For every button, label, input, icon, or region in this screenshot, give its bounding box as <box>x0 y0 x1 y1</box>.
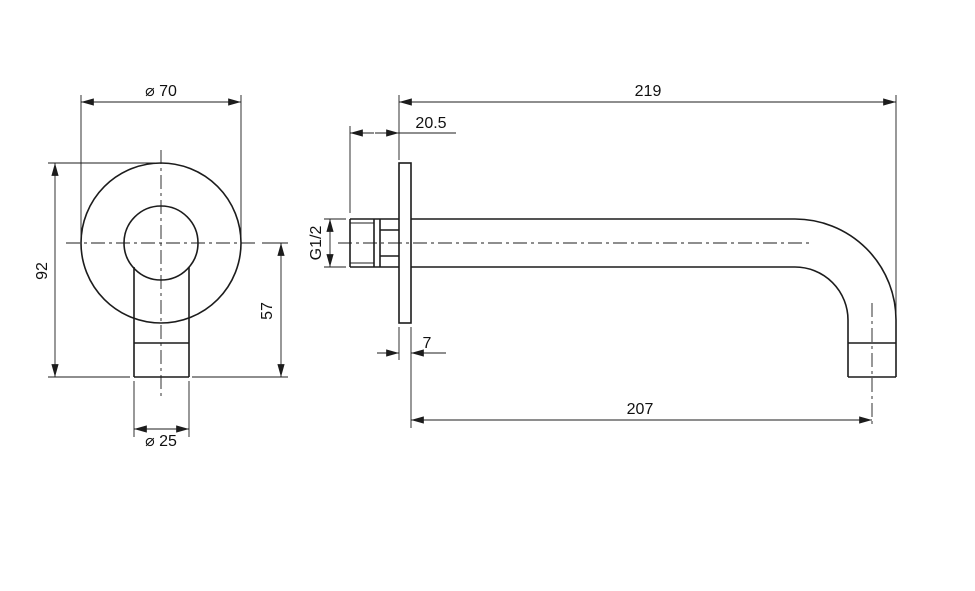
dim-overall-projection: 219 <box>398 83 897 313</box>
dim-wall-to-outlet: 207 <box>411 401 872 424</box>
spout-tube-side <box>411 218 897 378</box>
side-view: 219 20.5 G1/2 7 207 <box>308 83 897 428</box>
bend-outer-arc <box>794 218 897 321</box>
dim-flange-thickness: 7 <box>377 327 446 428</box>
wall-to-outlet-label: 207 <box>627 401 654 418</box>
thread-length-label: 20.5 <box>415 115 446 132</box>
overall-height-label: 92 <box>34 262 51 280</box>
overall-projection-label: 219 <box>635 83 662 100</box>
front-view: ⌀ 70 92 57 ⌀ 25 <box>34 83 288 450</box>
front-view-centerlines <box>66 150 256 400</box>
dim-axis-to-outlet: 57 <box>192 242 288 378</box>
spout-diameter-label: ⌀ 25 <box>145 433 177 450</box>
side-view-geometry <box>349 162 897 378</box>
dim-spout-diameter: ⌀ 25 <box>133 381 190 450</box>
dim-flange-diameter: ⌀ 70 <box>80 83 242 237</box>
flange-thickness-label: 7 <box>423 335 432 352</box>
dim-thread-size: G1/2 <box>308 218 346 268</box>
dim-thread-length: 20.5 <box>349 115 456 213</box>
axis-to-outlet-label: 57 <box>259 302 276 320</box>
thread-size-label: G1/2 <box>308 226 325 261</box>
bend-inner-arc <box>794 266 849 321</box>
dim-overall-height: 92 <box>34 162 155 378</box>
side-view-centerlines <box>338 242 873 428</box>
flange-diameter-label: ⌀ 70 <box>145 83 177 100</box>
